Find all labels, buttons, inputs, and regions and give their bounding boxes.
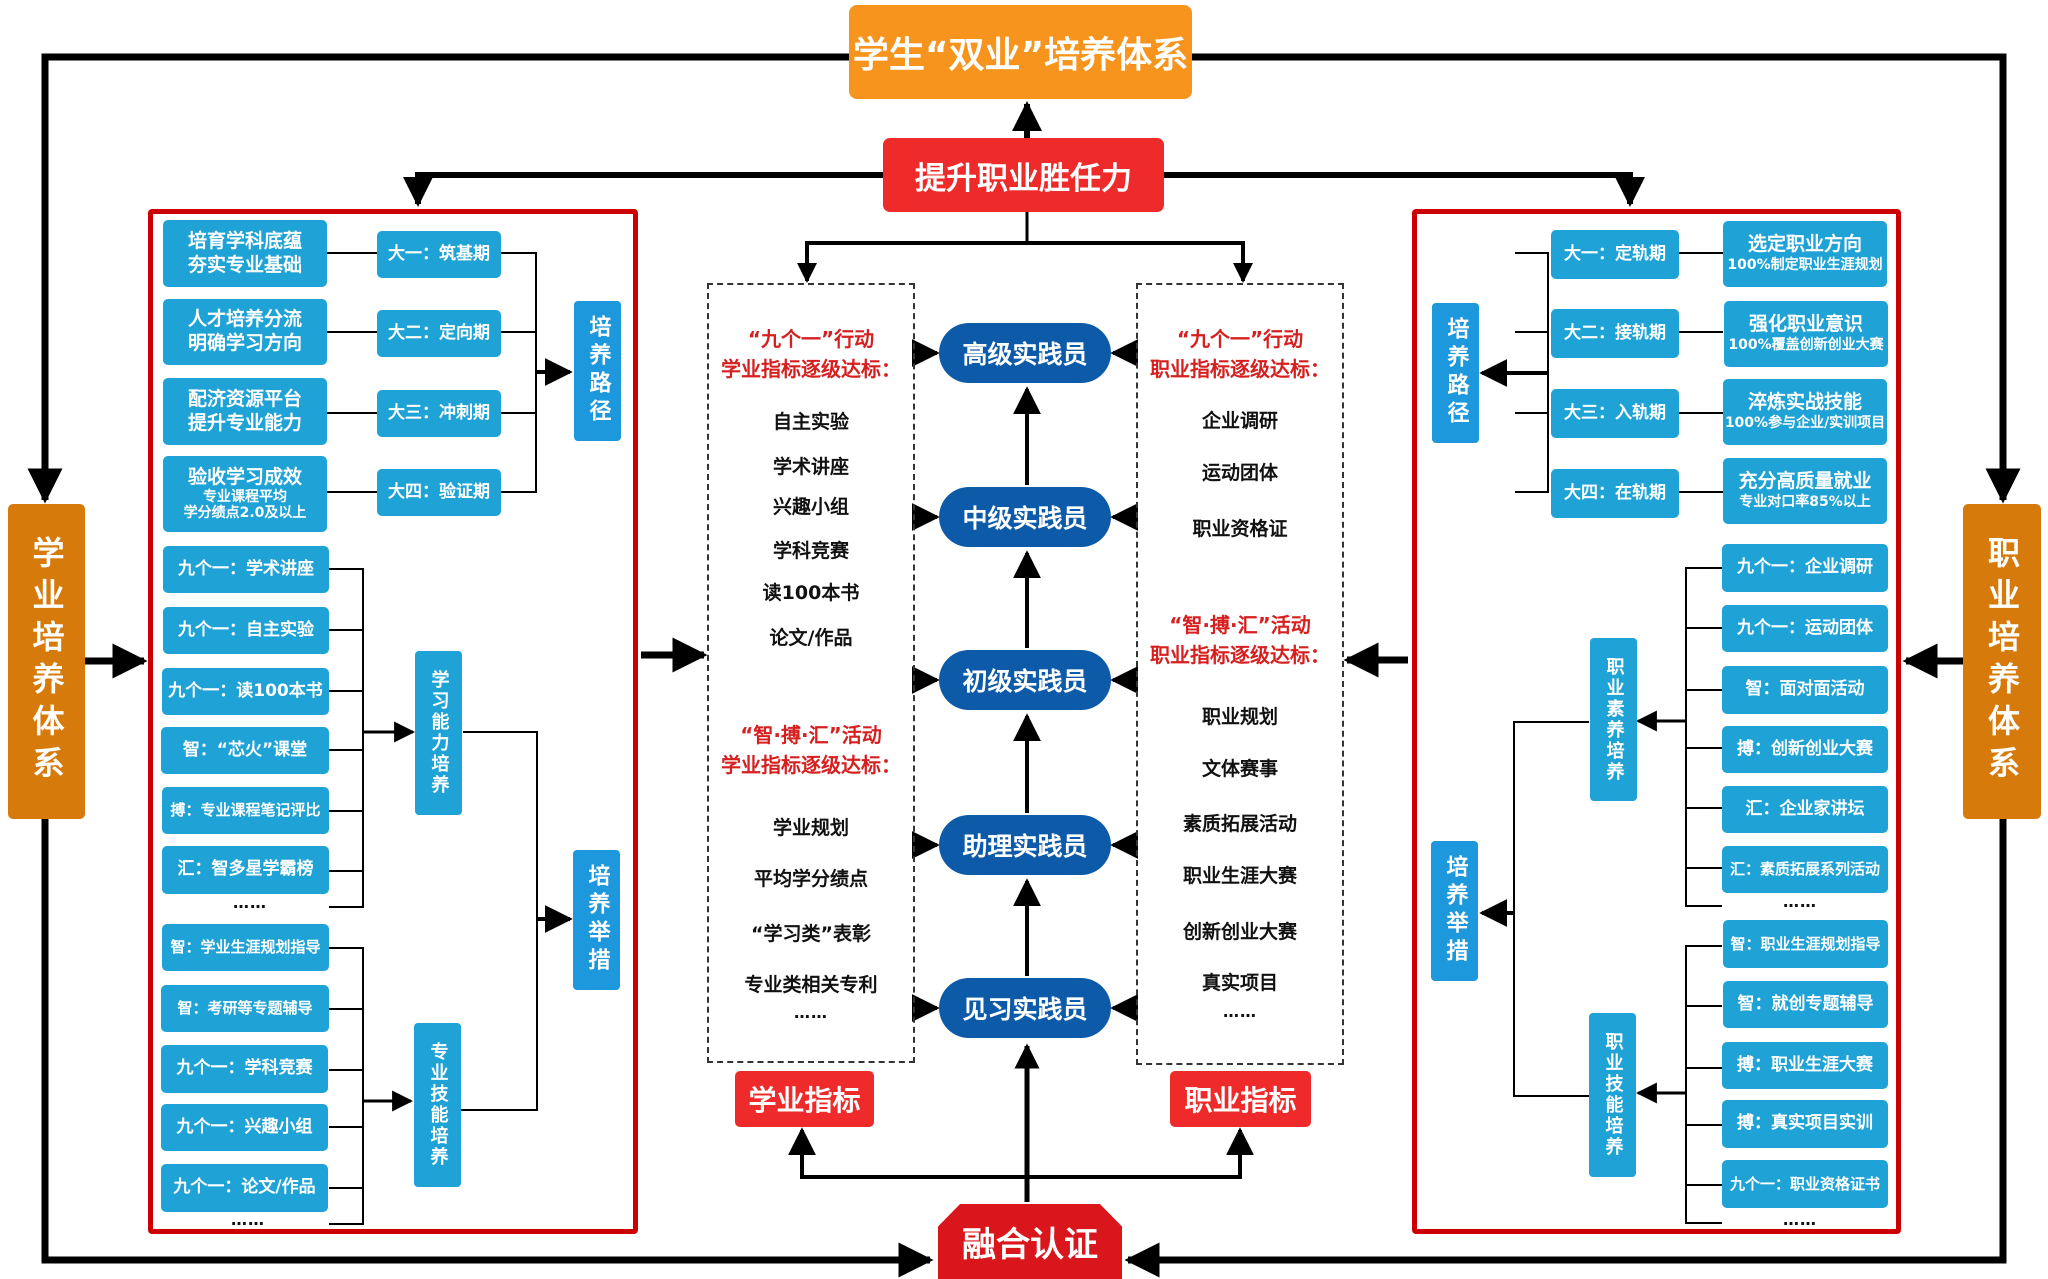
loop-top-right [1192,53,2021,504]
arrow-competency-to-right-panel [1164,172,1645,207]
learning-item-5: 搏：专业课程笔记评比 [162,787,329,834]
career-skill-item-4: 搏：真实项目实训 [1722,1100,1888,1148]
arrow-competency-to-left-panel [403,172,883,207]
career-goal-2: 强化职业意识 100%覆盖创新创业大赛 [1724,301,1888,367]
academic-heading-2: “智·搏·汇”活动 学业指标逐级达标： [721,723,901,777]
academic-more: …… [794,1003,828,1022]
skill-item-5: 九个一：论文/作品 [161,1164,328,1212]
academic-stage-1: 大一：筑基期 [377,231,501,278]
loop-top-left [27,53,849,504]
career-list2-item: 职业生涯大赛 [1182,865,1297,887]
arrow-to-academic-box [797,241,1027,283]
academic-list1-item: 自主实验 [772,411,849,433]
career-list2-item: 文体赛事 [1201,758,1278,780]
quality-item-2: 九个一：运动团体 [1722,605,1888,652]
learning-item-2: 九个一：自主实验 [163,607,329,654]
career-heading-1: “九个一”行动 职业指标逐级达标： [1150,327,1330,381]
quality-item-6: 汇：素质拓展系列活动 [1722,846,1888,893]
career-goal-1: 选定职业方向 100%制定职业生涯规划 [1723,221,1887,287]
academic-list1-item: 兴趣小组 [772,496,849,518]
learning-item-3: 九个一：读100本书 [162,668,329,715]
career-list2-item: 创新创业大赛 [1182,921,1297,943]
professional-skill-label: 专业技能培养 [414,1023,461,1187]
career-system-bar: 职业培养体系 [1963,504,2041,819]
academic-goal-3: 配济资源平台 提升专业能力 [163,378,327,445]
academic-measures-label: 培养举措 [573,850,620,990]
academic-list2-item: 专业类相关专利 [744,974,878,996]
learning-item-1: 九个一：学术讲座 [163,546,329,593]
level-assistant-practitioner: 助理实践员 [939,815,1111,875]
career-quality-label: 职业素养培养 [1590,638,1637,801]
career-skill-item-3: 搏：职业生涯大赛 [1722,1042,1888,1089]
career-skill-label: 职业技能培养 [1589,1013,1636,1177]
level-senior-practitioner: 高级实践员 [939,323,1111,383]
learning-item-4: 智：“芯火”课堂 [161,727,329,774]
career-skill-more: …… [1783,1210,1817,1229]
career-measures-label: 培养举措 [1431,841,1478,981]
academic-stage-3: 大三：冲刺期 [377,390,501,437]
career-indicators-box [1136,283,1344,1065]
academic-list2-item: “学习类”表彰 [751,923,871,945]
career-list2-item: 真实项目 [1201,972,1278,994]
skill-more: …… [231,1210,265,1229]
academic-stage-2: 大二：定向期 [377,310,501,357]
academic-indicator-label: 学业指标 [735,1071,874,1127]
career-stage-4: 大四：在轨期 [1551,469,1679,518]
level-intermediate-practitioner: 中级实践员 [939,487,1111,547]
arrow-to-career-box [1027,241,1253,283]
career-list1-item: 企业调研 [1201,410,1278,432]
level-junior-practitioner: 初级实践员 [939,650,1111,710]
career-path-label: 培养路径 [1432,303,1479,443]
career-list1-item: 运动团体 [1201,462,1278,484]
career-list1-item: 职业资格证 [1192,518,1288,540]
academic-list1-item: 论文/作品 [769,627,853,649]
career-list2-item: 职业规划 [1201,706,1278,728]
academic-list1-item: 学科竞赛 [772,540,849,562]
academic-panel [148,209,638,1234]
system-title: 学生“双业”培养体系 [849,5,1192,99]
loop-bottom-right [1124,819,2007,1278]
academic-list2-item: 平均学分绩点 [753,868,868,890]
academic-indicators-box [707,283,915,1063]
skill-item-2: 智：考研等专题辅导 [161,985,329,1032]
career-stage-1: 大一：定轨期 [1551,230,1679,279]
career-heading-2: “智·搏·汇”活动 职业指标逐级达标： [1150,613,1330,667]
academic-heading-1: “九个一”行动 学业指标逐级达标： [721,327,901,381]
learning-item-6: 汇：智多星学霸榜 [162,846,329,894]
quality-item-3: 智：面对面活动 [1722,666,1888,714]
quality-more: …… [1783,892,1817,911]
academic-list1-item: 读100本书 [762,582,860,604]
learning-more: …… [233,893,267,912]
career-panel [1412,209,1901,1234]
skill-item-4: 九个一：兴趣小组 [161,1104,328,1151]
career-more: …… [1223,1002,1257,1021]
career-list2-item: 素质拓展活动 [1182,813,1297,835]
career-goal-4: 充分高质量就业 专业对口率85%以上 [1723,458,1887,524]
career-stage-2: 大二：接轨期 [1551,309,1679,358]
academic-path-label: 培养路径 [574,301,621,441]
academic-goal-4: 验收学习成效 专业课程平均 学分绩点2.0及以上 [163,456,327,532]
academic-list2-item: 学业规划 [772,817,849,839]
career-goal-3: 淬炼实战技能 100%参与企业/实训项目 [1723,379,1887,445]
skill-item-1: 智：学业生涯规划指导 [162,924,329,971]
academic-system-bar: 学业培养体系 [8,504,85,819]
quality-item-4: 搏：创新创业大赛 [1722,726,1888,773]
level-trainee-practitioner: 见习实践员 [939,978,1111,1038]
academic-goal-2: 人才培养分流 明确学习方向 [163,299,327,365]
academic-goal-1: 培育学科底蕴 夯实专业基础 [163,220,327,287]
career-indicator-label: 职业指标 [1170,1071,1311,1127]
career-stage-3: 大三：入轨期 [1551,389,1679,438]
quality-item-1: 九个一：企业调研 [1722,544,1888,592]
loop-bottom-left [41,819,934,1278]
academic-list1-item: 学术讲座 [772,456,849,478]
learning-ability-label: 学习能力培养 [415,651,462,815]
quality-item-5: 汇：企业家讲坛 [1722,786,1888,833]
career-skill-item-5: 九个一：职业资格证书 [1722,1160,1888,1208]
competency-box: 提升职业胜任力 [883,138,1164,212]
academic-stage-4: 大四：验证期 [377,469,501,516]
career-skill-item-1: 智：职业生涯规划指导 [1723,920,1888,968]
career-skill-item-2: 智：就创专题辅导 [1723,981,1888,1028]
integrated-certification: 融合认证 [938,1204,1122,1279]
skill-item-3: 九个一：学科竞赛 [161,1045,328,1093]
